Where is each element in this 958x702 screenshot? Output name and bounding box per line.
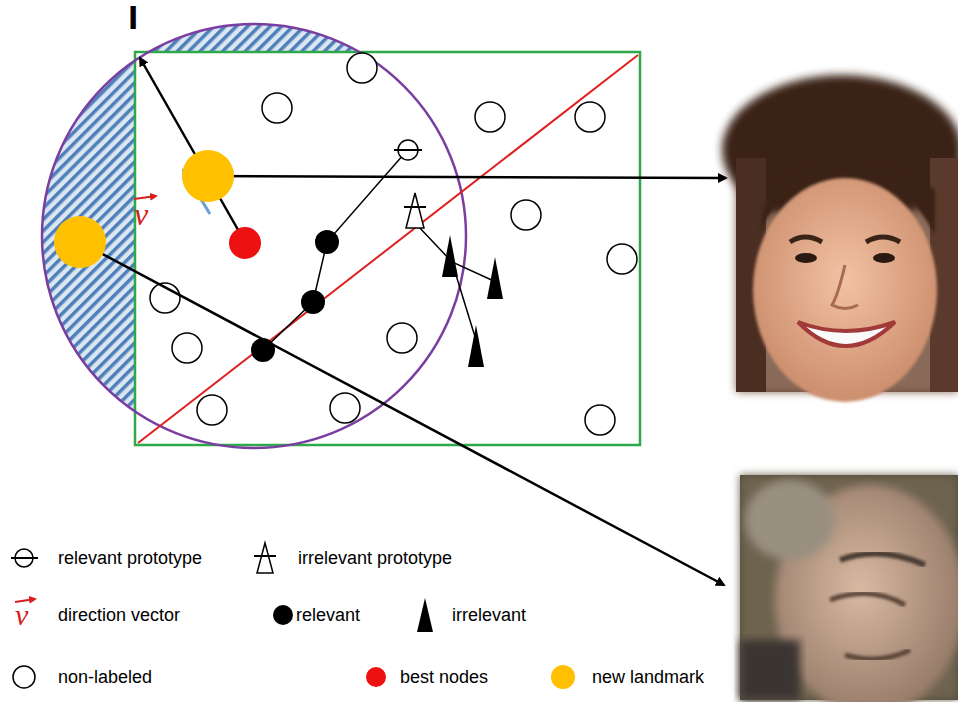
decision-line bbox=[138, 55, 638, 443]
vector-label: v bbox=[15, 600, 28, 630]
leader-arrow bbox=[80, 242, 724, 585]
legend-text: new landmark bbox=[592, 668, 704, 686]
relevant-links bbox=[263, 154, 404, 350]
legend-text: irrelevant prototype bbox=[298, 549, 452, 567]
search-circle bbox=[42, 24, 466, 448]
new-landmark bbox=[182, 150, 234, 202]
direction-line bbox=[140, 58, 245, 242]
leader-arrow bbox=[208, 176, 726, 178]
legend-text: relevant bbox=[296, 606, 360, 624]
face-image bbox=[740, 475, 958, 702]
irrelevant-prototype bbox=[404, 193, 426, 228]
legend-swatch bbox=[273, 605, 293, 625]
irrelevant-points bbox=[442, 235, 503, 367]
non-labeled-points bbox=[150, 53, 637, 435]
vector-label: v bbox=[134, 198, 148, 230]
line-label: l bbox=[128, 4, 138, 34]
legend-text: relevant prototype bbox=[58, 549, 202, 567]
legend-text: direction vector bbox=[58, 606, 180, 624]
legend-text: non-labeled bbox=[58, 668, 152, 686]
hatched-region bbox=[30, 20, 475, 460]
relevant-points bbox=[251, 230, 339, 362]
data-space bbox=[135, 52, 640, 445]
legend-text: best nodes bbox=[400, 668, 488, 686]
legend-swatch bbox=[551, 665, 575, 689]
face-image bbox=[722, 75, 958, 402]
best-node bbox=[229, 227, 261, 259]
legend-text: irrelevant bbox=[452, 606, 526, 624]
new-landmark bbox=[54, 216, 106, 268]
irrelevant-links bbox=[418, 226, 496, 282]
relevant-prototype bbox=[394, 140, 422, 160]
legend-swatch bbox=[366, 667, 386, 687]
